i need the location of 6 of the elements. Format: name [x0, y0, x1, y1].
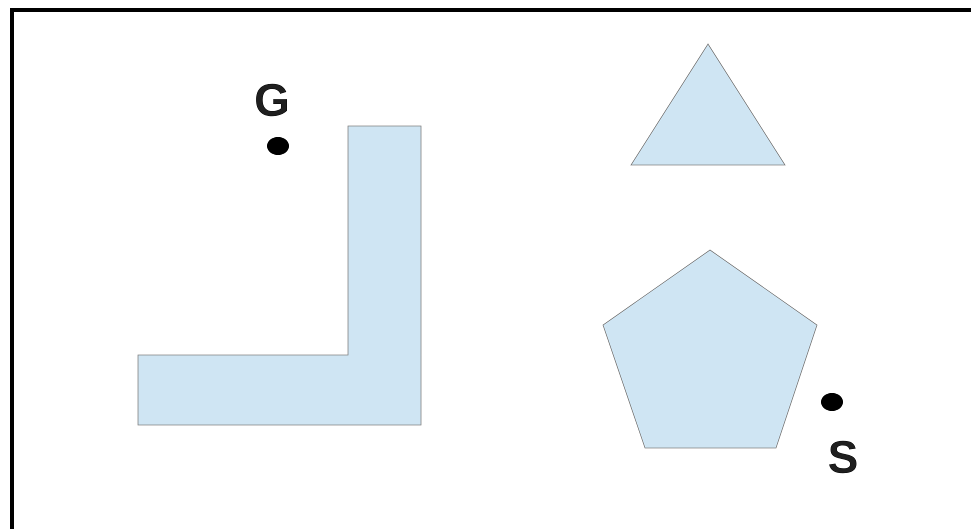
point-label: G — [256, 84, 287, 116]
pentagon-obstacle — [602, 250, 818, 448]
point — [267, 137, 289, 155]
point-label: S — [829, 440, 856, 474]
l-shaped-obstacle — [138, 126, 422, 426]
point — [821, 393, 843, 411]
